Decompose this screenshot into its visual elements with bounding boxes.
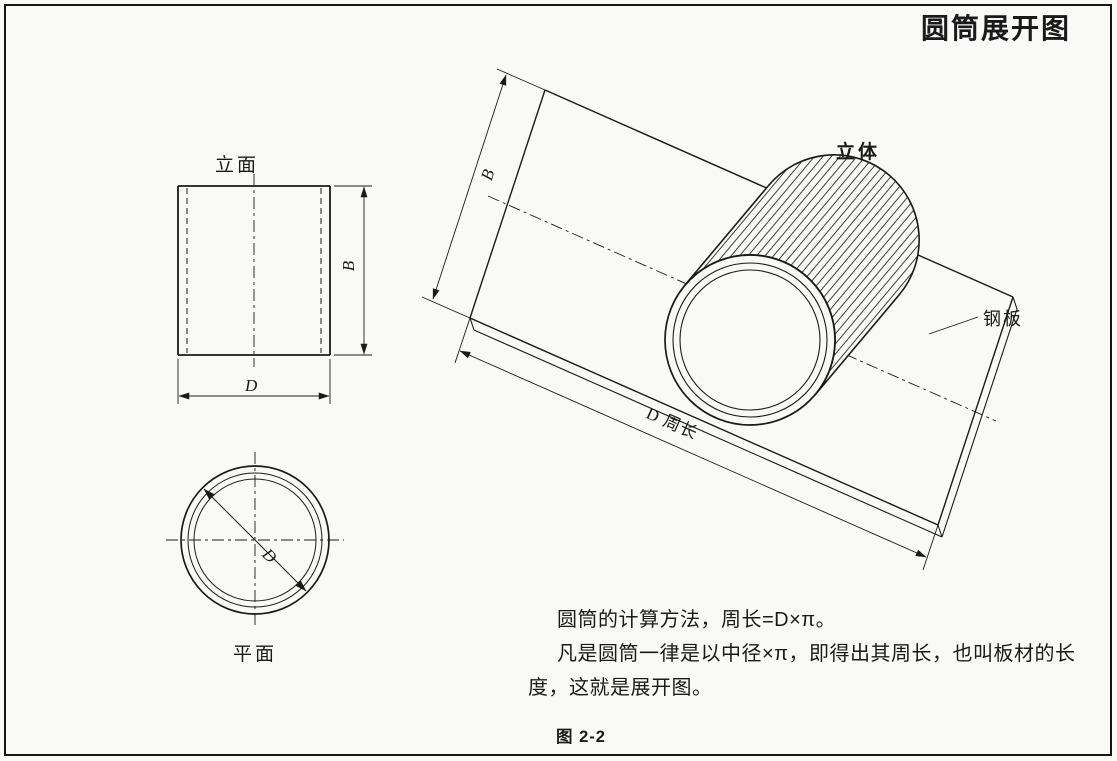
steel-plate-label: 钢板 xyxy=(983,309,1023,329)
elevation-dim-D xyxy=(177,359,331,404)
plate-label-leader xyxy=(928,316,979,335)
solid-view-label: 立体 xyxy=(836,142,881,163)
plan-view-lines xyxy=(166,452,344,628)
cylinder-face-ring-1 xyxy=(672,262,828,418)
elevation-view-label: 立面 xyxy=(215,155,260,176)
note-line-2: 凡是圆筒一律是以中径×π，即得出其周长，也叫板材的长 xyxy=(557,643,1076,665)
elevation-dim-D-label: D xyxy=(245,376,258,395)
notes-paragraphs: 圆筒的计算方法，周长=D×π。 凡是圆筒一律是以中径×π，即得出其周长，也叫板材… xyxy=(528,603,1100,705)
elevation-hidden-wall-lines xyxy=(186,188,322,353)
plan-diameter-dim xyxy=(203,488,307,592)
note-line-3: 度，这就是展开图。 xyxy=(528,677,713,699)
pictorial-view-lines xyxy=(421,68,1018,571)
figure-caption: 图 2-2 xyxy=(556,728,606,746)
plate-dim-circumference xyxy=(454,317,939,571)
cylinder-face-outer xyxy=(664,254,836,426)
elevation-view-lines xyxy=(177,174,372,404)
note-line-1: 圆筒的计算方法，周长=D×π。 xyxy=(557,609,837,631)
plate-right-edge xyxy=(937,296,1014,526)
plan-view-label: 平面 xyxy=(233,644,278,665)
elevation-dim-B-label: B xyxy=(339,260,359,272)
elevation-dim-B xyxy=(334,185,372,356)
page-title: 圆筒展开图 xyxy=(921,13,1072,44)
cylinder xyxy=(664,154,920,426)
plate-left-edge xyxy=(469,89,546,319)
cylinder-face-ring-2 xyxy=(679,269,821,411)
plate-dim-B xyxy=(421,68,546,319)
